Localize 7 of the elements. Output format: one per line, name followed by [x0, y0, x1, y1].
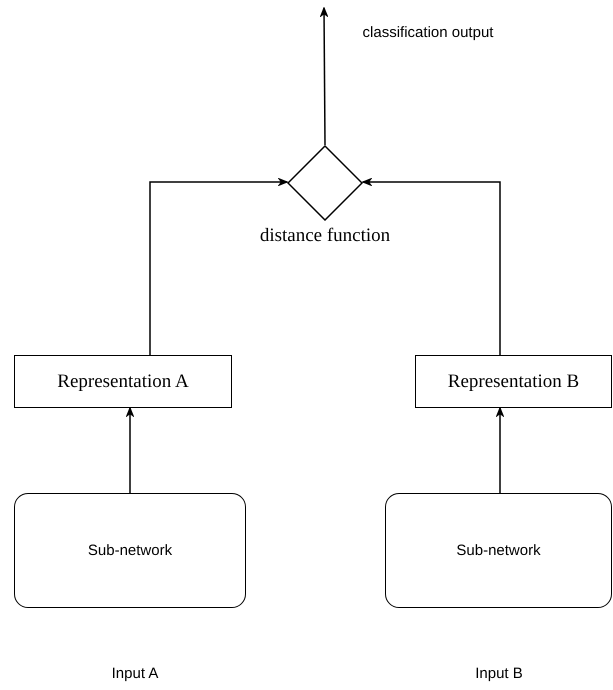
rounded-box: Sub-network [385, 493, 612, 608]
process-box: Representation A [14, 355, 232, 408]
node-label: distance function [258, 224, 392, 248]
rounded-box: Sub-network [14, 493, 246, 608]
input-label: Input B [474, 665, 524, 682]
process-box: Representation B [415, 355, 612, 408]
input-label: Input A [110, 665, 160, 682]
